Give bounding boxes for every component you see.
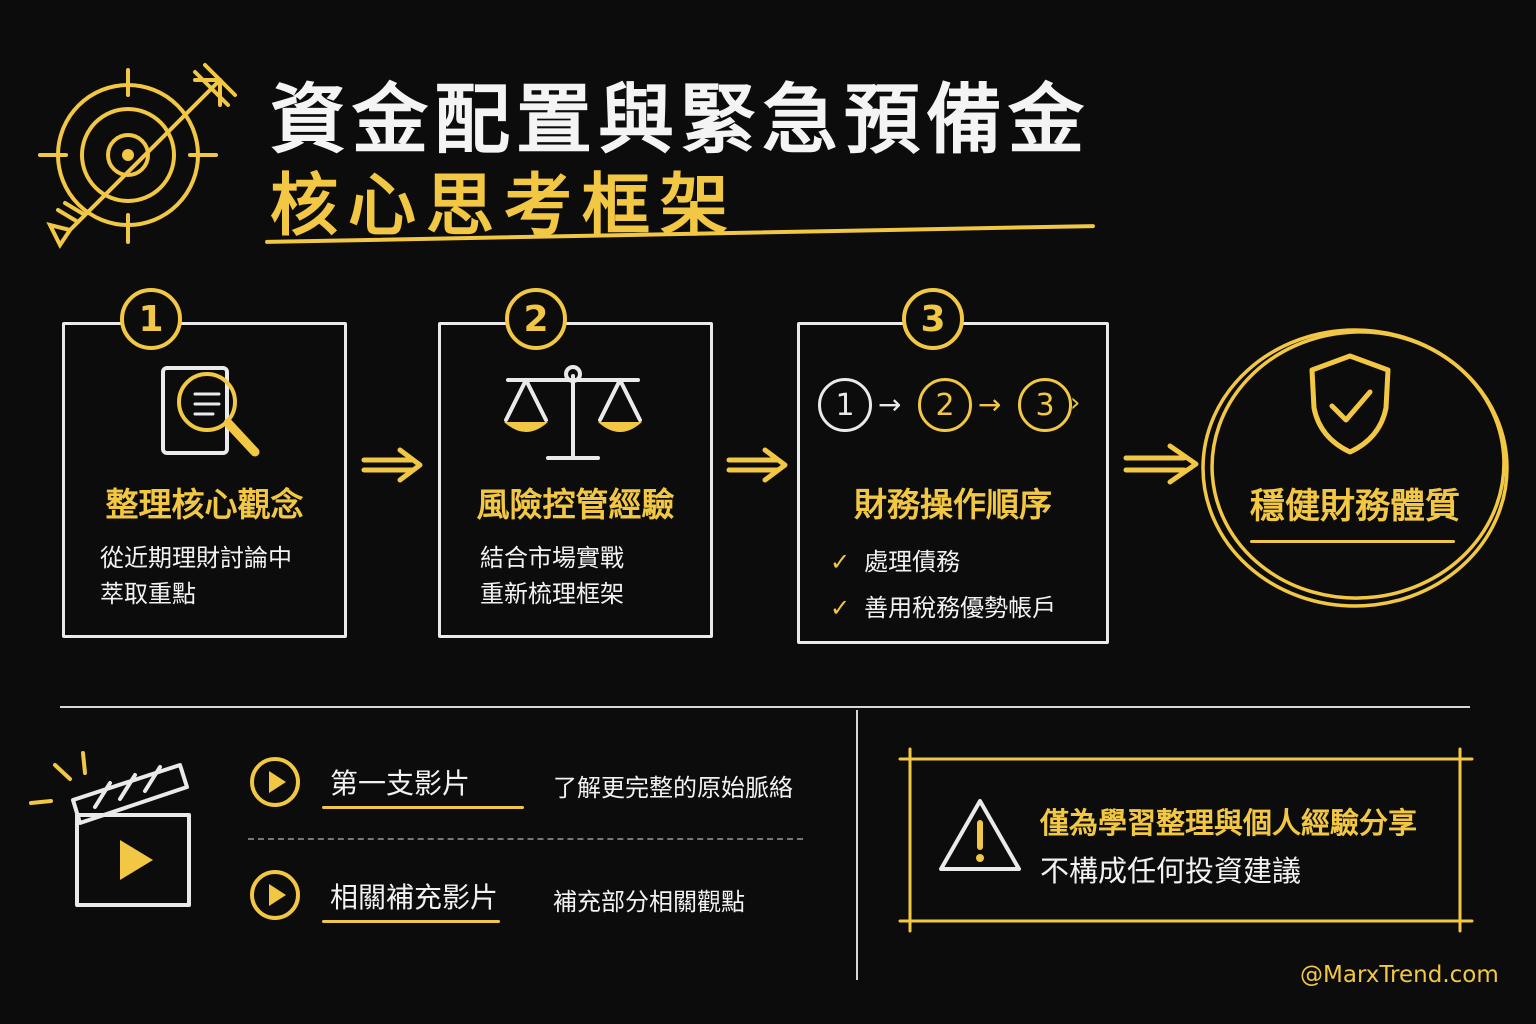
step-2-line-1: 結合市場實戰 xyxy=(480,544,624,572)
step-2-card xyxy=(438,322,713,638)
mini-flow-step-3: 3 xyxy=(1018,378,1072,432)
video-1-play-button[interactable] xyxy=(250,757,300,807)
mini-flow-arrow-icon: → xyxy=(978,388,1002,421)
flow-arrow-icon xyxy=(726,447,788,483)
step-2-line-2: 重新梳理框架 xyxy=(480,580,624,608)
step-1-title: 整理核心觀念 xyxy=(105,485,304,524)
video-2-play-button[interactable] xyxy=(250,870,300,920)
disclaimer-frame xyxy=(898,747,1474,933)
clapperboard-icon xyxy=(29,751,191,907)
document-magnifier-icon xyxy=(161,366,260,457)
video-2-label[interactable]: 相關補充影片 xyxy=(330,881,499,914)
step-1-line-2: 萃取重點 xyxy=(100,580,196,608)
balance-scale-icon xyxy=(504,365,642,460)
step-3-number: 3 xyxy=(902,288,964,350)
horizontal-divider xyxy=(60,706,1470,708)
step-1-number: 1 xyxy=(120,288,182,350)
shield-check-icon xyxy=(1309,353,1391,455)
video-1-label[interactable]: 第一支影片 xyxy=(330,767,471,800)
result-circle xyxy=(1201,328,1509,608)
video-2-desc: 補充部分相關觀點 xyxy=(553,888,745,916)
result-underline xyxy=(1250,540,1455,543)
video-2-underline xyxy=(322,920,500,923)
disclaimer-line-1: 僅為學習整理與個人經驗分享 xyxy=(1040,806,1418,840)
step-2-number: 2 xyxy=(505,288,567,350)
step-3-check-1: ✓處理債務 xyxy=(830,548,961,576)
target-arrow-icon xyxy=(38,63,237,249)
step-3-title: 財務操作順序 xyxy=(854,485,1052,524)
page-title: 資金配置與緊急預備金 xyxy=(270,75,1090,164)
mini-flow: 1 → 2 → 3 › xyxy=(818,378,1098,434)
step-2-title: 風險控管經驗 xyxy=(476,485,675,524)
video-1-desc: 了解更完整的原始脈絡 xyxy=(553,774,793,802)
video-1-underline xyxy=(322,806,524,809)
warning-triangle-icon xyxy=(939,799,1021,871)
vertical-divider xyxy=(856,710,858,980)
mini-flow-arrow-icon: → xyxy=(878,388,902,421)
flow-arrow-icon xyxy=(361,447,423,483)
result-title: 穩健財務體質 xyxy=(1249,487,1460,527)
step-3-check-2: ✓善用稅務優勢帳戶 xyxy=(830,594,1057,622)
flow-arrow-icon xyxy=(1123,443,1199,485)
video-separator xyxy=(248,838,803,840)
disclaimer-line-2: 不構成任何投資建議 xyxy=(1040,854,1302,888)
check-icon: ✓ xyxy=(830,548,851,576)
step-1-card xyxy=(62,322,347,638)
mini-flow-step-2: 2 xyxy=(918,378,972,432)
footer-handle[interactable]: @MarxTrend.com xyxy=(1300,962,1499,988)
mini-flow-step-1: 1 xyxy=(818,378,872,432)
check-icon: ✓ xyxy=(830,594,851,622)
step-1-line-1: 從近期理財討論中 xyxy=(100,544,292,572)
mini-flow-arrow-icon: › xyxy=(1070,388,1081,418)
